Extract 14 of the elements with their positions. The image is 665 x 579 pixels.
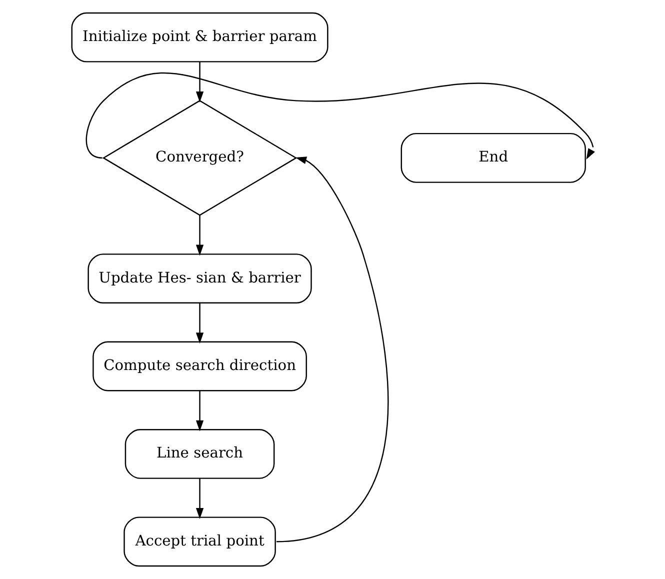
node-box: Initialize point & barrier param xyxy=(71,12,328,62)
arrow xyxy=(276,156,388,542)
arrow xyxy=(196,390,204,432)
arrow xyxy=(196,215,204,256)
arrow xyxy=(196,62,204,102)
arrow xyxy=(86,72,595,160)
node-box: Update Hes- sian & barrier xyxy=(88,254,312,304)
node-box: Compute search direction xyxy=(92,341,307,392)
node-diamond: Converged? xyxy=(102,100,298,216)
node-box: Line search xyxy=(124,428,275,479)
arrow xyxy=(196,478,204,520)
node-box: Accept trial point xyxy=(124,516,276,567)
node-box: End xyxy=(400,132,586,183)
arrow xyxy=(196,303,204,344)
